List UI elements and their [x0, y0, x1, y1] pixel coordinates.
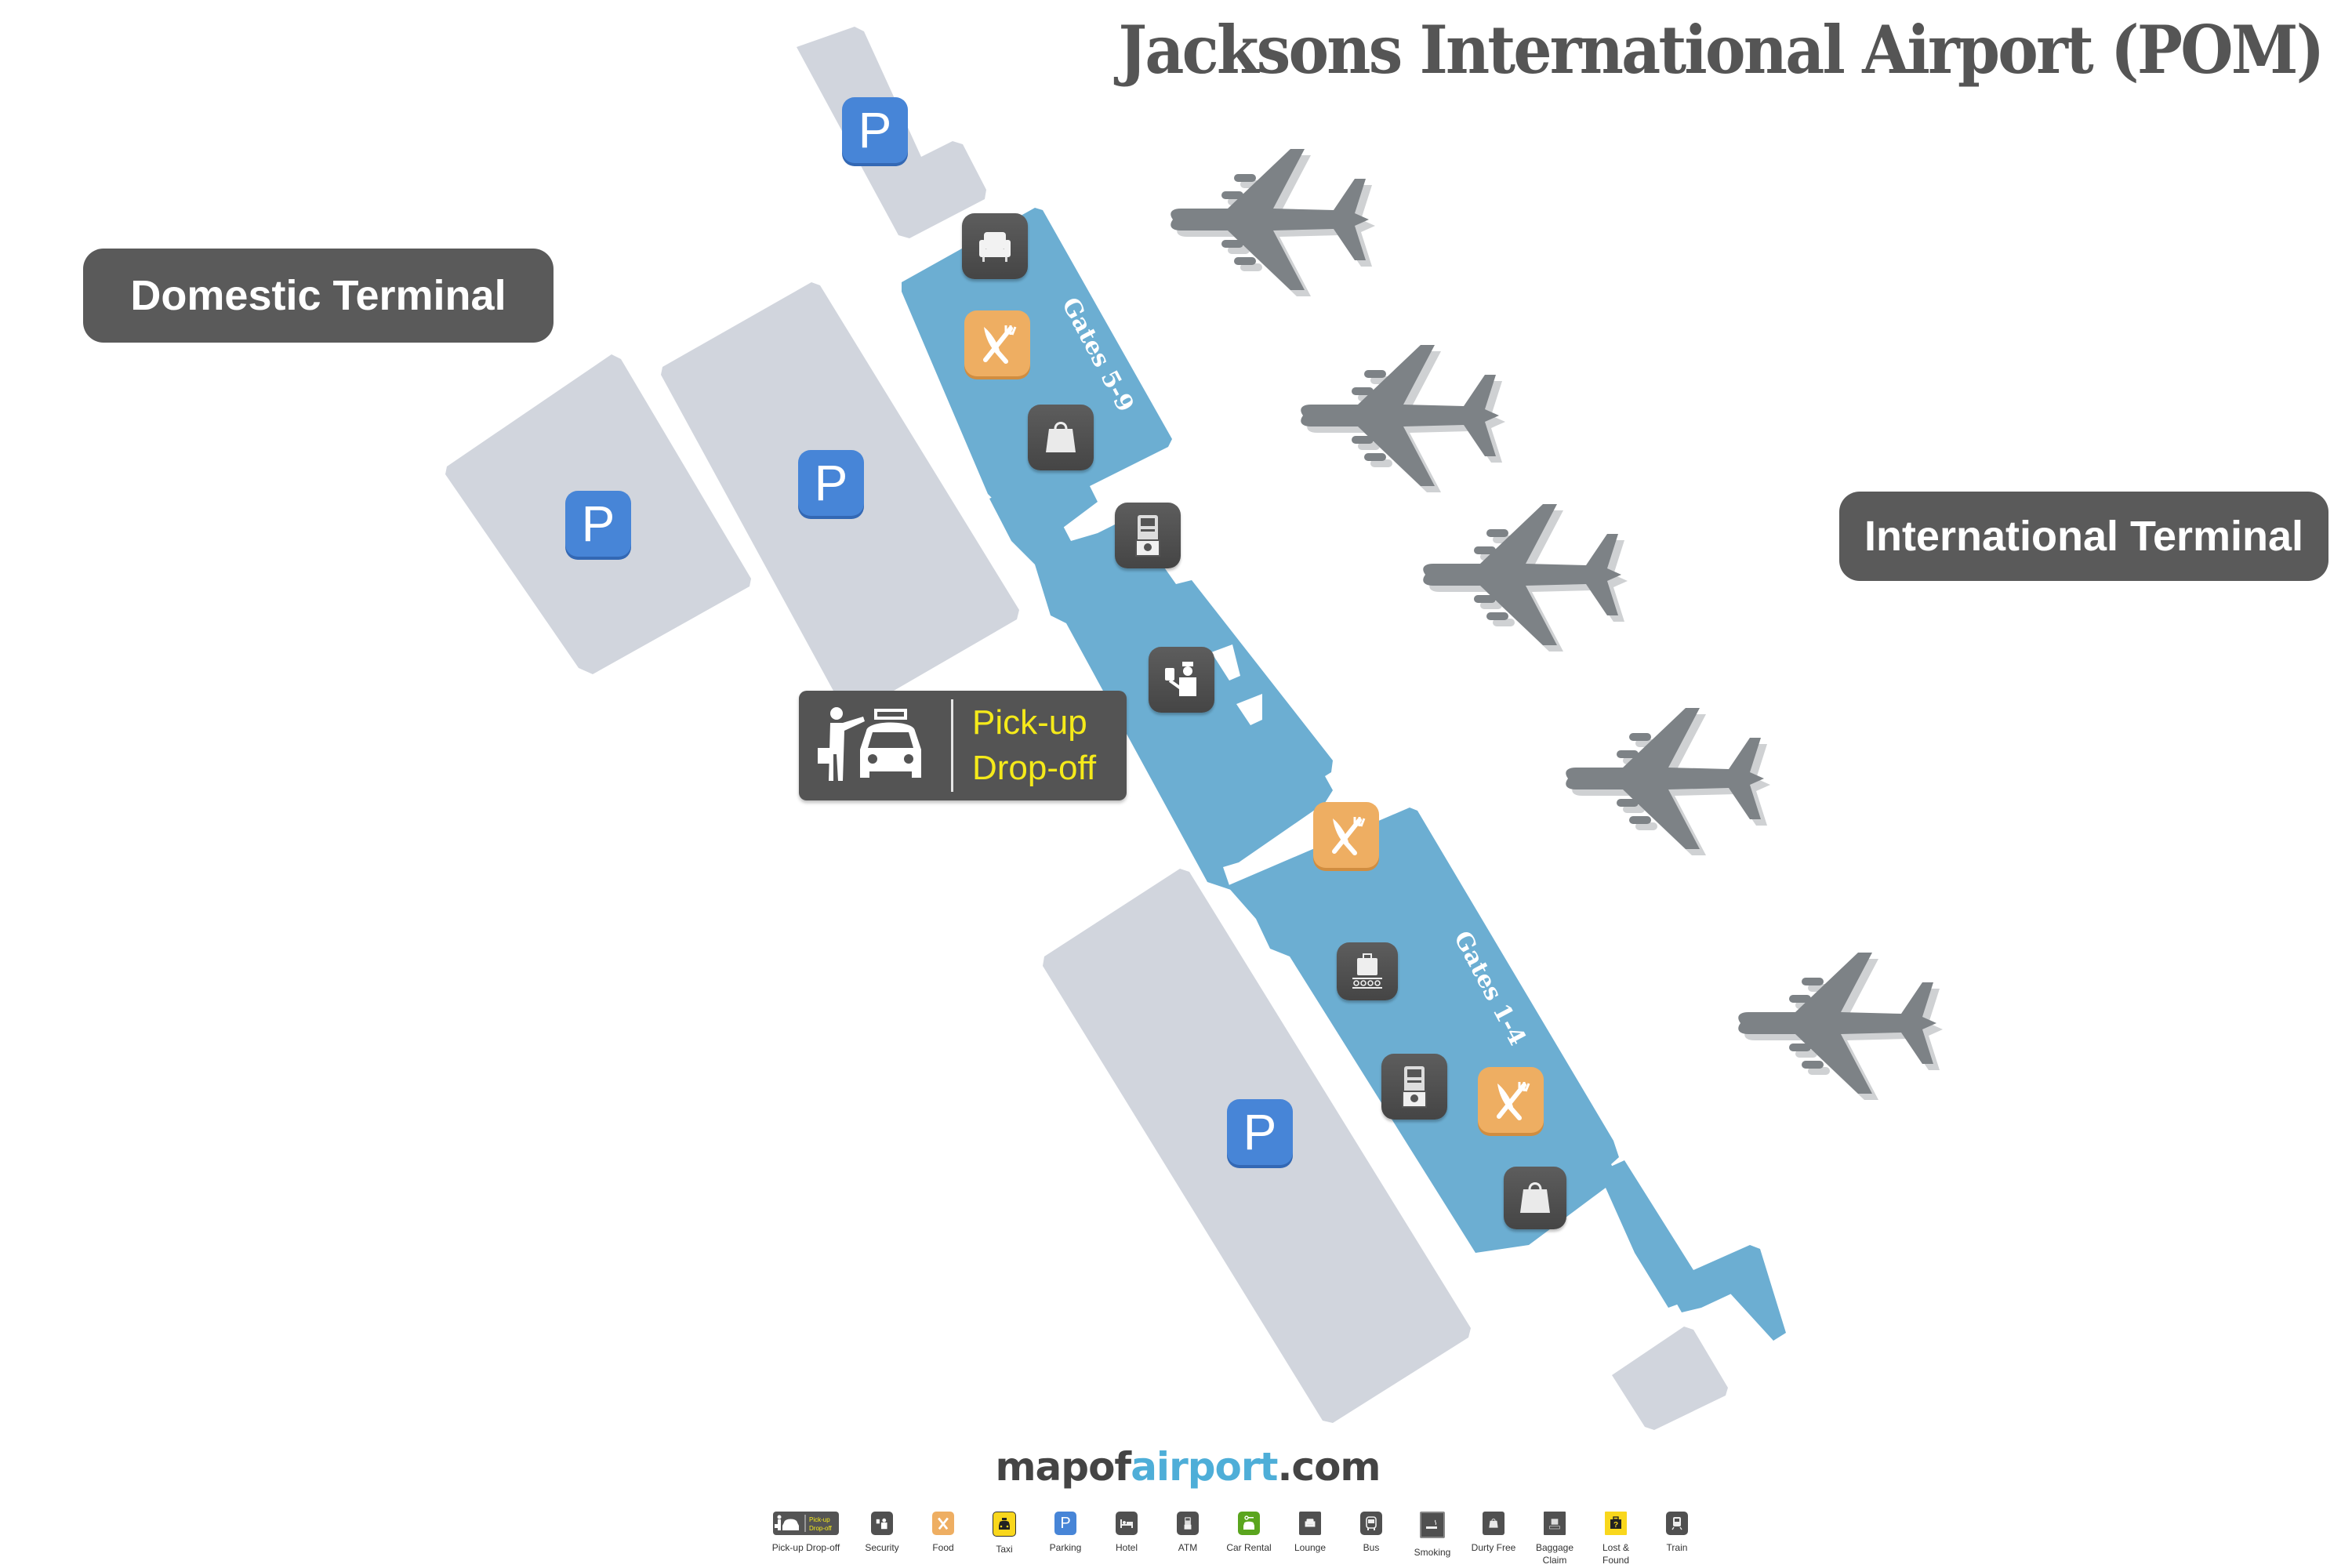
parking-icon[interactable]: P — [565, 491, 631, 557]
legend-item-baggage-claim[interactable]: Baggage Claim — [1532, 1512, 1577, 1566]
security-icon[interactable] — [1149, 647, 1214, 713]
plane-icon — [1738, 953, 1936, 1094]
hotel-icon — [1116, 1512, 1138, 1535]
parking-icon[interactable]: P — [1227, 1099, 1293, 1165]
svg-text:Pick-up: Pick-up — [809, 1516, 830, 1523]
duty-free-icon — [1483, 1512, 1504, 1535]
legend-item-taxi[interactable]: Taxi — [982, 1512, 1027, 1555]
baggage-claim-icon — [1544, 1512, 1566, 1535]
pickup-dropoff-sign[interactable]: Pick-up Drop-off — [799, 691, 1127, 800]
pickup-dropoff-text: Pick-up Drop-off — [972, 703, 1097, 787]
pickup-dropoff-icon — [799, 691, 951, 800]
legend-item-bus[interactable]: Bus — [1348, 1512, 1394, 1554]
legend-item-lounge[interactable]: Lounge — [1287, 1512, 1333, 1554]
plane-icon — [1171, 149, 1369, 290]
taxi-icon — [993, 1512, 1016, 1537]
legend-item-parking[interactable]: P Parking — [1043, 1512, 1088, 1554]
food-icon[interactable] — [1478, 1067, 1544, 1133]
food-icon[interactable] — [964, 310, 1030, 376]
brand-wordmark[interactable]: mapofairport.com — [995, 1444, 1381, 1490]
parking-icon[interactable]: P — [842, 97, 908, 163]
train-icon — [1666, 1512, 1688, 1535]
atm-icon — [1177, 1512, 1199, 1535]
security-icon — [871, 1512, 893, 1535]
parking-icon: P — [1054, 1512, 1076, 1535]
lounge-icon — [1299, 1512, 1321, 1535]
divider — [951, 699, 953, 792]
shopping-bag-icon[interactable] — [1028, 405, 1094, 470]
food-icon — [932, 1512, 954, 1535]
security-lanes — [1211, 644, 1262, 725]
plane-icon — [1423, 504, 1621, 645]
legend-item-atm[interactable]: ATM — [1165, 1512, 1210, 1554]
legend-item-hotel[interactable]: Hotel — [1104, 1512, 1149, 1554]
bus-icon — [1360, 1512, 1382, 1535]
svg-text:?: ? — [1613, 1521, 1618, 1530]
legend-item-duty-free[interactable]: Durty Free — [1471, 1512, 1516, 1554]
plane-icon — [1566, 708, 1764, 849]
atm-icon[interactable] — [1115, 503, 1181, 568]
map-title: Jacksons International Airport (POM) — [1118, 11, 2325, 89]
legend-item-train[interactable]: Train — [1654, 1512, 1700, 1554]
parking-lot-southeast — [1612, 1327, 1728, 1430]
svg-text:Drop-off: Drop-off — [809, 1525, 833, 1532]
domestic-terminal-label[interactable]: Domestic Terminal — [83, 249, 554, 343]
legend-item-food[interactable]: Food — [920, 1512, 966, 1554]
baggage-claim-icon[interactable] — [1337, 942, 1398, 1000]
parking-icon[interactable]: P — [798, 450, 864, 516]
international-terminal-label[interactable]: International Terminal — [1839, 492, 2328, 581]
terminal-north-pier — [902, 208, 1172, 549]
smoking-icon — [1420, 1512, 1445, 1538]
terminal-south-tail — [1607, 1160, 1786, 1341]
shopping-bag-icon[interactable] — [1504, 1167, 1566, 1229]
lounge-icon[interactable] — [962, 213, 1028, 279]
aircraft — [1171, 149, 1943, 1100]
food-icon[interactable] — [1313, 802, 1379, 868]
legend-item-security[interactable]: Security — [859, 1512, 905, 1554]
lost-found-icon: ? — [1605, 1512, 1627, 1535]
atm-icon[interactable] — [1381, 1054, 1447, 1120]
legend-item-lost-found[interactable]: ? Lost & Found — [1593, 1512, 1639, 1566]
legend-item-smoking[interactable]: Smoking — [1410, 1512, 1455, 1559]
legend-item-car-rental[interactable]: Car Rental — [1226, 1512, 1272, 1554]
plane-icon — [1301, 345, 1499, 486]
car-rental-icon — [1238, 1512, 1260, 1535]
